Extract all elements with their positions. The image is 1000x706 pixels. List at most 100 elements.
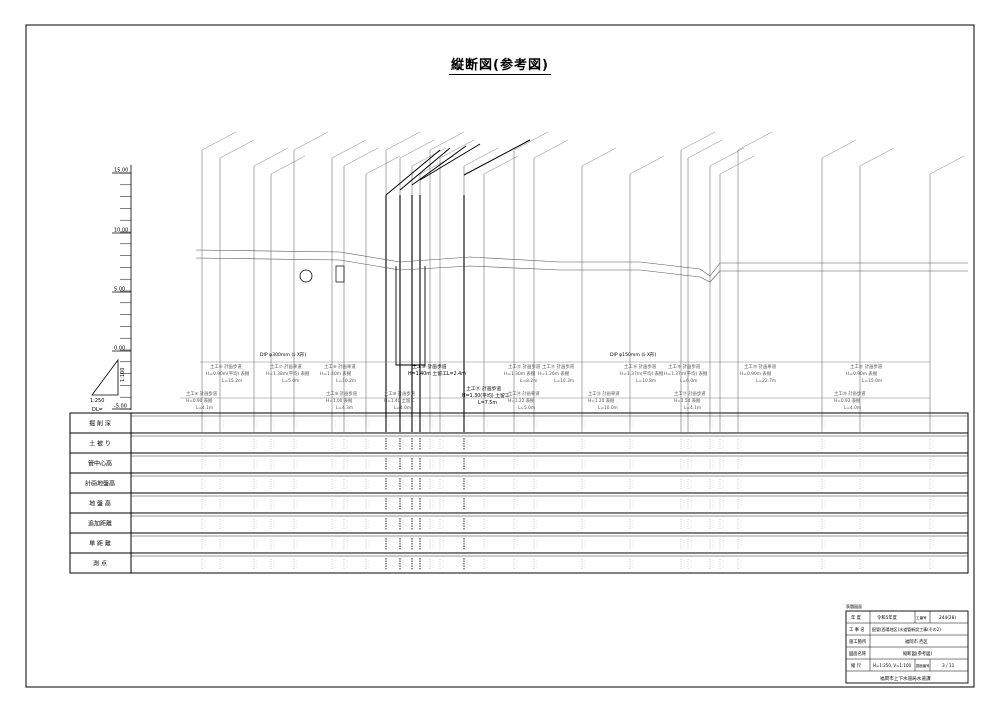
station-leader-bold [419, 143, 481, 181]
section-name: 土工㉑ 計画歩道 [850, 363, 883, 370]
tb-sheet: 3 / 11 [942, 663, 955, 669]
section-length: L=4.1m [196, 405, 213, 411]
section-length: L=10.3m [554, 378, 574, 384]
ground-line [195, 249, 968, 277]
titleblock-header: 表題図面 [846, 603, 862, 609]
station-leader [429, 131, 465, 151]
table-row-header: 土 被 り [89, 440, 111, 448]
station-leader [709, 147, 745, 167]
tb-site-key: 施工箇所 [849, 638, 867, 645]
table-row-header: 管中心高 [88, 460, 112, 468]
station-leader [293, 131, 329, 151]
section-length: L=4.3m [336, 405, 353, 411]
section-spec: H=1.40m 土留工L=2.4m [408, 370, 466, 377]
station-leader [439, 139, 475, 159]
axis-label: 5.00 [114, 287, 125, 293]
section-length: L=4.0m [394, 405, 411, 411]
table-row-header: 単 距 離 [89, 540, 111, 548]
section-name: 土工⑦ 計画車道 [270, 363, 302, 370]
station-leader [270, 155, 306, 175]
section-spec: H=1.40m 表掘 [320, 370, 352, 377]
station-leader [463, 147, 499, 167]
section-name: 土工⑪ 計画歩道 [466, 385, 501, 392]
section-name: 土工⑬ 計画歩道 [542, 363, 575, 370]
section-spec: H=1.00 表掘 [326, 397, 352, 404]
station-leader [253, 147, 289, 167]
section-spec: H=1.37m(平均) 表掘 [620, 370, 664, 377]
section-spec: H=0.90m(平均) 表掘 [206, 370, 250, 377]
station-leader [399, 139, 435, 159]
tb-office: 福岡市上下水道局水道課 [880, 675, 931, 682]
station-leader [343, 147, 379, 167]
valve-symbol [335, 265, 345, 283]
station-leader [513, 131, 549, 151]
table-row-header: 計画地盤高 [85, 480, 115, 488]
section-name: 土工⑧ 計画車道 [324, 363, 356, 370]
tb-site: 福岡市 西区 [905, 638, 929, 645]
section-spec: H=1.22 表掘 [508, 397, 534, 404]
ground-profile [195, 249, 968, 366]
table-row-header: 地 盤 高 [89, 500, 111, 508]
section-length: L=10.2m [336, 378, 356, 384]
station-lines [201, 131, 965, 432]
station-leader [331, 139, 367, 159]
section-length: L=8.2m [520, 378, 537, 384]
section-length: L=5.0m [282, 378, 299, 384]
axis-label: 15.00 [114, 168, 128, 174]
section-length: L=15.0m [862, 378, 882, 384]
table-row-header: 追加距離 [88, 520, 112, 528]
drawing-title: 縦断図(参考図) [449, 58, 551, 75]
station-leader [385, 131, 421, 151]
section-spec: H=0.90m 表掘 [846, 370, 878, 377]
tb-work-no-key: 工番号 [916, 615, 927, 620]
tb-sheet-key: 図面番号 [916, 663, 930, 668]
station-leader [737, 131, 773, 151]
station-leader [680, 131, 716, 151]
section-name: 土工④ 計画歩道 [186, 390, 218, 397]
section-spec: H=1.20 表掘 [588, 397, 614, 404]
table-row-header: 掘 削 深 [89, 420, 111, 428]
station-leader [929, 155, 965, 175]
tb-scale-key: 縮 尺 [851, 662, 862, 669]
section-spec: H=1.54 表掘 [674, 397, 700, 404]
station-leader [719, 155, 755, 175]
station-leader-bold [463, 139, 531, 176]
section-spec: H=1.26m 表掘 [538, 370, 570, 377]
tb-project: 配管(西陽地区)水道管新設工事(その2) [872, 626, 941, 632]
section-spec: H=1.30m 表掘 [504, 370, 536, 377]
section-length: L=4.0m [844, 405, 861, 411]
datum-label: DL= [92, 407, 103, 413]
scale-indicator: 1:100 1:250 DL= [90, 358, 126, 413]
section-length: L=4.1m [684, 405, 701, 411]
section-name: 土工⑲ 計画車道 [744, 363, 777, 370]
tb-scale: H=1:250, V=1:100 [873, 663, 912, 668]
station-leader-bold [385, 149, 441, 196]
table-row-header: 測 点 [93, 560, 107, 568]
section-name: 土工⑥ 計画歩道 [210, 363, 242, 370]
station-leader [219, 139, 255, 159]
station-leader-bold [411, 145, 467, 186]
pipe-label-right: DIP φ150mm (ﾙ X形) [610, 351, 657, 358]
tb-drawing: 縦断図(参考図) [903, 650, 932, 657]
section-spec: H=0.90m 表掘 [740, 370, 772, 377]
axis-label: 0.00 [114, 346, 125, 352]
section-name: 土工⑰ 計画歩道 [674, 390, 706, 397]
station-leader [581, 147, 617, 167]
tb-work-no: 244(28) [939, 615, 956, 621]
section-spec: H=1.30(平均) 土留工 [462, 392, 510, 399]
station-leader-bold [399, 147, 451, 191]
section-name: 土工⑫ 計画歩道 [508, 363, 541, 370]
pipe-line [195, 257, 968, 283]
section-length: L=6.0m [680, 378, 697, 384]
station-leader [483, 155, 519, 175]
tb-project-key: 工 事 名 [849, 626, 865, 633]
station-leader [533, 139, 569, 159]
section-length: L=5.0m [518, 405, 535, 411]
section-name: 土工⑨ 計画歩道 [326, 390, 358, 397]
station-leader [629, 155, 665, 175]
section-length: L=10.0m [598, 405, 618, 411]
drawing-frame [25, 24, 975, 688]
section-spec: H=0.93 表掘 [834, 397, 860, 404]
section-name: 土工⑮ 計画車道 [588, 390, 620, 397]
